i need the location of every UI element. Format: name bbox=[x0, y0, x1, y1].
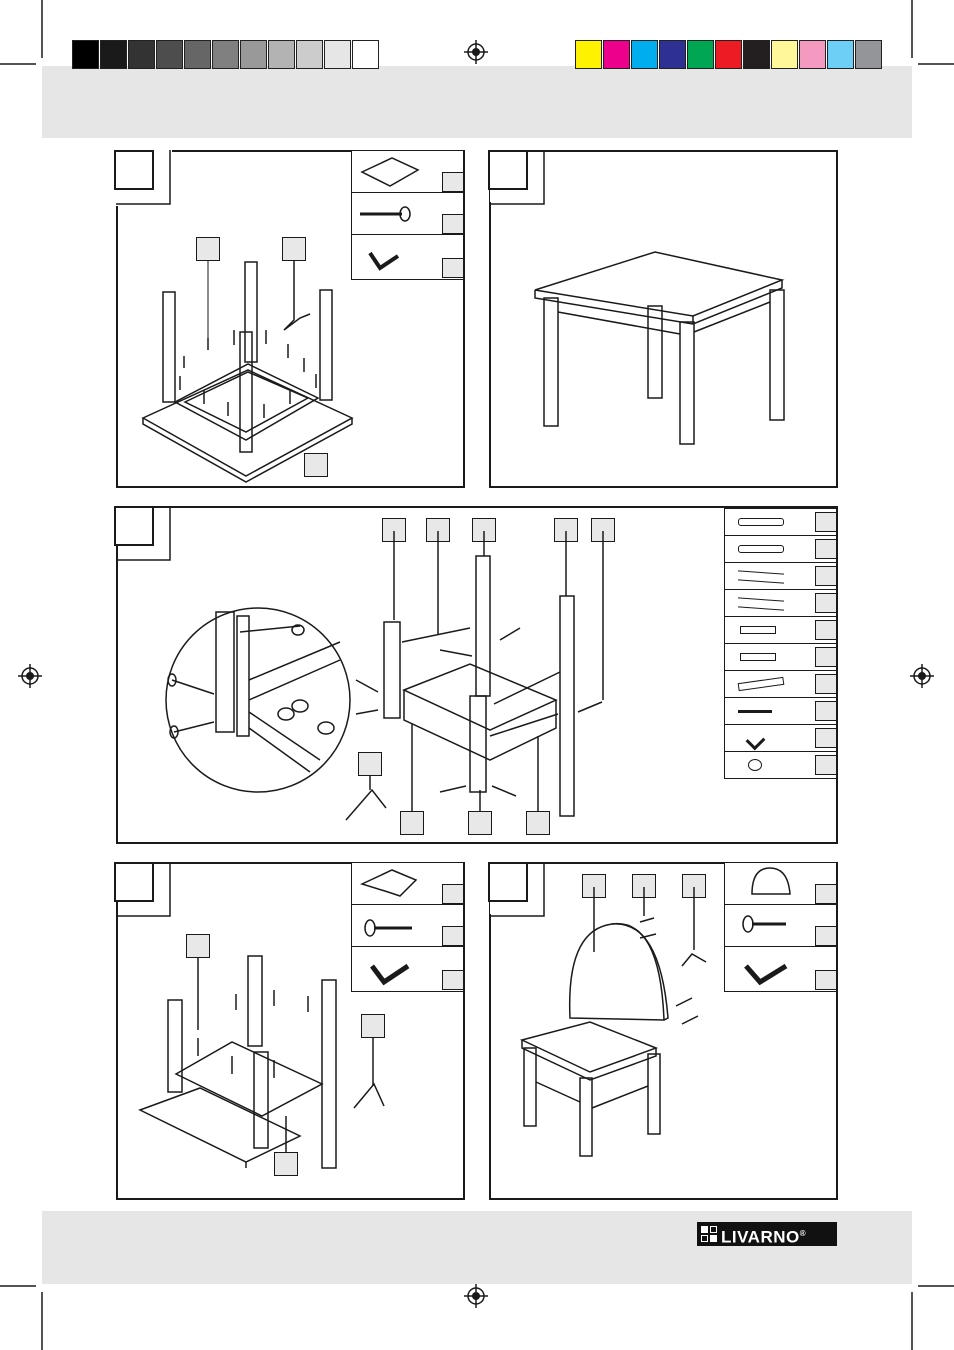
part-label-box bbox=[196, 237, 220, 261]
grayscale-swatch bbox=[240, 40, 267, 69]
grayscale-swatch bbox=[156, 40, 183, 69]
registration-mark-icon bbox=[18, 664, 42, 688]
step-number-box bbox=[488, 150, 528, 190]
part-label-box bbox=[815, 620, 837, 640]
part-label-box bbox=[526, 811, 550, 835]
part-label-box bbox=[815, 539, 837, 559]
brand-logo-icon bbox=[701, 1226, 717, 1242]
brand-logo: LIVARNO® bbox=[697, 1222, 837, 1247]
part-label-box bbox=[815, 926, 837, 946]
rail-icon bbox=[740, 653, 776, 661]
grayscale-swatch bbox=[184, 40, 211, 69]
part-label-box bbox=[815, 728, 837, 748]
part-label-box bbox=[815, 701, 837, 721]
grayscale-swatch bbox=[296, 40, 323, 69]
part-label-box bbox=[442, 214, 464, 234]
part-label-box bbox=[442, 258, 464, 278]
allen-key-icon bbox=[370, 963, 410, 986]
part-label-box bbox=[468, 811, 492, 835]
part-label-box bbox=[442, 926, 464, 946]
part-label-box bbox=[282, 237, 306, 261]
panel-part-icon bbox=[359, 869, 418, 897]
process-color-swatch bbox=[799, 40, 826, 69]
part-label-box bbox=[815, 647, 837, 667]
part-label-box bbox=[815, 674, 837, 694]
rail-icon bbox=[740, 626, 776, 634]
registered-mark: ® bbox=[799, 1229, 807, 1238]
brand-name: LIVARNO bbox=[721, 1227, 800, 1247]
process-color-swatch bbox=[687, 40, 714, 69]
process-color-swatch bbox=[771, 40, 798, 69]
registration-mark-icon bbox=[910, 664, 934, 688]
part-label-box bbox=[815, 970, 837, 990]
allen-key-icon bbox=[744, 963, 788, 986]
part-label-box bbox=[815, 566, 837, 586]
part-label-box bbox=[682, 874, 706, 898]
part-label-box bbox=[815, 755, 837, 775]
process-color-swatch bbox=[827, 40, 854, 69]
registration-mark-icon bbox=[464, 40, 488, 64]
process-color-swatch bbox=[743, 40, 770, 69]
allen-key-icon bbox=[368, 251, 400, 271]
grayscale-swatch bbox=[100, 40, 127, 69]
bolt-icon bbox=[364, 919, 412, 937]
cap-icon bbox=[748, 759, 762, 771]
part-label-box bbox=[442, 884, 464, 904]
process-color-swatch bbox=[659, 40, 686, 69]
step-number-box bbox=[488, 862, 528, 902]
part-label-box bbox=[815, 512, 837, 532]
grayscale-swatch bbox=[128, 40, 155, 69]
step-number-box bbox=[114, 506, 154, 546]
dowel-icon bbox=[738, 545, 784, 553]
process-color-swatch bbox=[855, 40, 882, 69]
part-label-box bbox=[815, 593, 837, 613]
process-color-swatch bbox=[603, 40, 630, 69]
step-number-box bbox=[114, 862, 154, 902]
process-color-swatch bbox=[575, 40, 602, 69]
part-label-box bbox=[442, 970, 464, 990]
grayscale-swatch bbox=[268, 40, 295, 69]
part-label-box bbox=[400, 811, 424, 835]
grayscale-swatch bbox=[212, 40, 239, 69]
process-color-swatch bbox=[715, 40, 742, 69]
part-label-box bbox=[442, 172, 464, 192]
screw-icon bbox=[360, 206, 411, 222]
screw-icon bbox=[738, 710, 772, 713]
part-label-box bbox=[358, 752, 382, 776]
grayscale-swatch bbox=[352, 40, 379, 69]
grayscale-swatch bbox=[324, 40, 351, 69]
part-label-box bbox=[815, 884, 837, 904]
part-label-box bbox=[274, 1152, 298, 1176]
detail-zoom-circle bbox=[165, 607, 351, 793]
backrest-part-icon bbox=[751, 867, 791, 895]
step-number-box bbox=[114, 150, 154, 190]
part-label-box bbox=[361, 1014, 385, 1038]
dowel-icon bbox=[738, 518, 784, 526]
process-color-swatch bbox=[631, 40, 658, 69]
part-label-box bbox=[186, 934, 210, 958]
header-band bbox=[42, 66, 912, 138]
registration-mark-icon bbox=[464, 1284, 488, 1308]
part-label-box bbox=[304, 453, 328, 477]
grayscale-swatch bbox=[72, 40, 99, 69]
panel-part-icon bbox=[360, 157, 420, 187]
bolt-icon bbox=[742, 915, 786, 933]
